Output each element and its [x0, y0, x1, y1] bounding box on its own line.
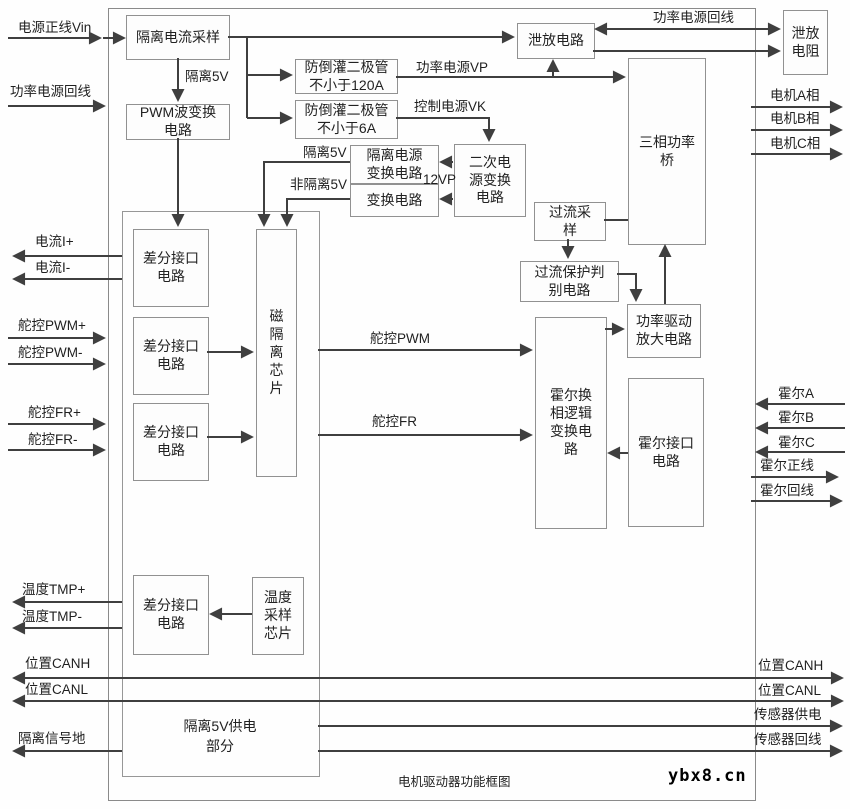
diagram-caption: 电机驱动器功能框图: [398, 775, 511, 789]
net-non-iso-5v: 非隔离5V: [290, 177, 348, 192]
port-left-pos-canl: 位置CANL: [25, 682, 89, 697]
net-control-vk: 控制电源VK: [414, 99, 487, 114]
block-bleed-resistor: 泄放 电阻: [783, 10, 828, 75]
port-right-hall-ret-line: 霍尔回线: [760, 483, 814, 498]
block-diff-interface-3: 差分接口 电路: [133, 403, 209, 481]
port-left-power-return: 功率电源回线: [10, 84, 91, 99]
port-left-temp-tmp-plus: 温度TMP+: [22, 582, 86, 597]
port-right-motor-phase-c: 电机C相: [770, 136, 821, 151]
port-left-pos-canh: 位置CANH: [25, 656, 91, 671]
port-left-servo-pwm-plus: 舵控PWM+: [18, 318, 86, 333]
port-right-pos-canl: 位置CANL: [758, 683, 822, 698]
port-right-hall-b: 霍尔B: [778, 410, 815, 425]
port-left-servo-pwm-minus: 舵控PWM-: [18, 345, 83, 360]
isolated-section-label: 隔离5V供电 部分: [183, 718, 257, 755]
block-power-drive-amplifier: 功率驱动 放大电路: [627, 304, 701, 358]
port-left-current-i-minus: 电流I-: [35, 260, 71, 275]
port-right-hall-c: 霍尔C: [778, 435, 815, 450]
isolated-section-frame: [122, 211, 320, 777]
port-right-motor-phase-a: 电机A相: [770, 88, 820, 103]
block-magnetic-isolation-chip: 磁 隔 离 芯 片: [256, 229, 297, 477]
block-hall-commutation-logic: 霍尔换 相逻辑 变换电 路: [535, 317, 607, 529]
block-diff-interface-2: 差分接口 电路: [133, 317, 209, 395]
block-diff-interface-1: 差分接口 电路: [133, 229, 209, 307]
port-right-sensor-return: 传感器回线: [754, 732, 822, 747]
port-right-hall-a: 霍尔A: [778, 386, 815, 401]
block-hall-interface: 霍尔接口 电路: [628, 378, 704, 527]
port-left-current-i-plus: 电流I+: [35, 234, 74, 249]
block-iso-power-converter: 隔离电源 变换电路: [350, 145, 439, 184]
block-anti-backflow-diode-6a: 防倒灌二极管 不小于6A: [295, 100, 398, 139]
net-12vp: 12VP: [423, 172, 457, 187]
block-converter-circuit: 变换电路: [350, 184, 439, 217]
port-right-hall-pos-line: 霍尔正线: [760, 458, 814, 473]
net-iso-5v-a: 隔离5V: [185, 69, 229, 84]
port-left-servo-fr-plus: 舵控FR+: [28, 405, 81, 420]
block-temp-sampling-chip: 温度 采样 芯片: [252, 577, 304, 655]
net-servo-fr: 舵控FR: [372, 414, 417, 429]
port-right-motor-phase-b: 电机B相: [770, 111, 820, 126]
port-left-power-pos-vin: 电源正线Vin: [18, 20, 92, 35]
port-right-sensor-power: 传感器供电: [754, 707, 822, 722]
block-secondary-power-converter: 二次电 源变换 电路: [454, 144, 526, 217]
net-servo-pwm: 舵控PWM: [370, 331, 430, 346]
port-right-pos-canh: 位置CANH: [758, 658, 824, 673]
block-overcurrent-sampling: 过流采 样: [534, 202, 606, 241]
block-anti-backflow-diode-120a: 防倒灌二极管 不小于120A: [295, 59, 398, 94]
block-iso-current-sampling: 隔离电流采样: [126, 15, 230, 60]
port-left-servo-fr-minus: 舵控FR-: [28, 432, 78, 447]
block-bleed-circuit: 泄放电路: [517, 23, 595, 59]
block-three-phase-power-bridge: 三相功率 桥: [628, 58, 706, 245]
block-pwm-wave-converter: PWM波变换 电路: [126, 104, 230, 140]
watermark: ybx8.cn: [668, 766, 747, 786]
net-iso-5v-b: 隔离5V: [303, 145, 347, 160]
port-right-power-return-top: 功率电源回线: [653, 10, 734, 25]
block-overcurrent-protection-judge: 过流保护判 别电路: [520, 261, 619, 302]
net-power-vp: 功率电源VP: [416, 60, 489, 75]
port-left-temp-tmp-minus: 温度TMP-: [22, 609, 82, 624]
port-left-iso-signal-gnd: 隔离信号地: [18, 731, 86, 746]
block-diff-interface-4: 差分接口 电路: [133, 575, 209, 655]
